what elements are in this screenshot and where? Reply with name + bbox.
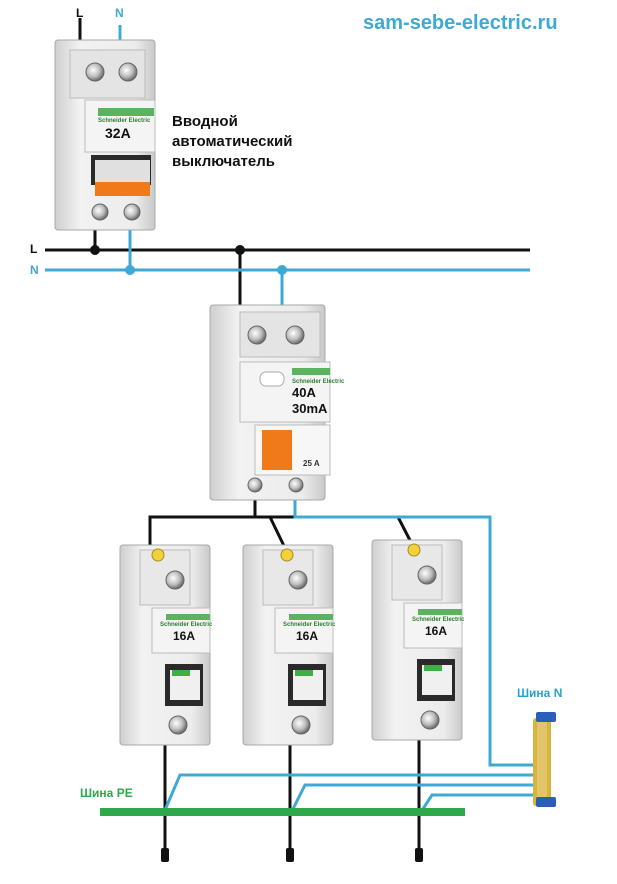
branch-3-rating: 16A: [425, 624, 447, 638]
neutral-bus-bar: [533, 712, 556, 807]
rcd-brand: Schneider Electric: [292, 379, 345, 385]
rcd-rating: 40A: [292, 385, 316, 400]
rcd-side-rating: 25 A: [303, 459, 320, 468]
main-breaker-rating: 32A: [105, 125, 131, 141]
branch-2-rating: 16A: [296, 629, 318, 643]
neutral-bus-label: Шина N: [517, 686, 563, 700]
branch-3-brand: Schneider Electric: [412, 617, 465, 623]
junction-dots: [90, 245, 287, 275]
branch-breaker-1: [119, 544, 211, 746]
rcd-leakage: 30mA: [292, 401, 328, 416]
branch-breaker-3: [371, 539, 463, 741]
site-watermark: sam-sebe-electric.ru: [363, 12, 558, 34]
desc-line-3: выключатель: [172, 153, 275, 170]
pe-bus-label: Шина PE: [80, 786, 133, 800]
main-breaker-brand: Schneider Electric: [98, 118, 151, 124]
branch-1-brand: Schneider Electric: [160, 622, 213, 628]
top-N-label: N: [115, 6, 124, 20]
branch-1-rating: 16A: [173, 629, 195, 643]
device-text: Schneider Electric 32A Schneider Electri…: [98, 118, 465, 643]
desc-line-1: Вводной: [172, 113, 238, 130]
main-breaker-description: Вводной автоматический выключатель: [172, 112, 322, 172]
branch-2-brand: Schneider Electric: [283, 622, 336, 628]
wire-terminal-tips: [161, 848, 423, 862]
top-L-label: L: [76, 6, 84, 20]
line-L-label: L: [30, 242, 38, 256]
desc-line-2: автоматический: [172, 133, 293, 150]
main-breaker: [54, 39, 156, 231]
line-N-label: N: [30, 263, 39, 277]
branch-breaker-2: [242, 544, 334, 746]
rcd-device: [209, 304, 331, 501]
pe-bus-bar: [100, 808, 465, 816]
